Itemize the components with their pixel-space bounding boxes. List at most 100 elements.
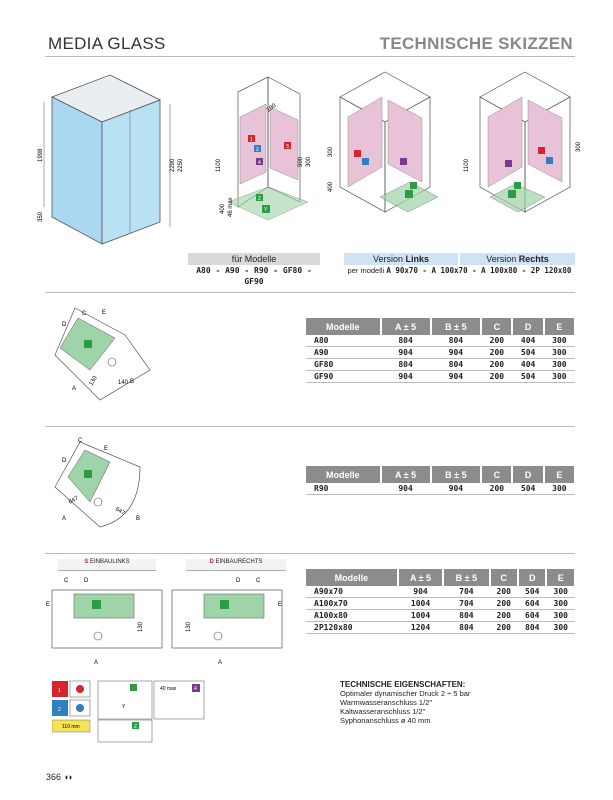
svg-text:Z: Z bbox=[134, 724, 137, 730]
version-rechts: Version Rechts bbox=[460, 253, 575, 265]
table-cell: 504 bbox=[512, 346, 544, 359]
svg-text:647: 647 bbox=[68, 495, 80, 506]
svg-text:D: D bbox=[236, 578, 241, 584]
table-header: D bbox=[512, 318, 545, 335]
svg-text:D: D bbox=[62, 458, 67, 464]
svg-text:E: E bbox=[104, 446, 108, 452]
table-cell: 904 bbox=[430, 346, 482, 359]
table-cell: 904 bbox=[430, 483, 482, 495]
brand-logo-icon: ◖◗ bbox=[63, 772, 74, 782]
table-header: B ± 5 bbox=[430, 466, 483, 483]
svg-text:647: 647 bbox=[114, 507, 126, 518]
svg-text:Y: Y bbox=[264, 207, 268, 213]
svg-text:130: 130 bbox=[186, 621, 192, 632]
svg-text:D: D bbox=[62, 322, 67, 328]
svg-text:C: C bbox=[64, 578, 69, 584]
section-rule-2 bbox=[45, 426, 575, 427]
svg-text:900: 900 bbox=[298, 156, 304, 167]
table-cell: 604 bbox=[518, 609, 547, 622]
top-drawings: 1998 350 2290 2250 1 2 3 4 Z Y 1100 100 … bbox=[38, 71, 582, 245]
svg-text:400: 400 bbox=[220, 203, 226, 214]
svg-text:B: B bbox=[130, 379, 134, 385]
table-cell: 804 bbox=[518, 621, 547, 634]
page-number: 366 ◖◗ bbox=[46, 772, 74, 782]
table-header: C bbox=[481, 318, 514, 335]
table-header: A ± 5 bbox=[380, 318, 432, 335]
svg-text:300: 300 bbox=[576, 141, 582, 152]
svg-text:110 mm: 110 mm bbox=[62, 724, 80, 730]
table-cell: 200 bbox=[481, 335, 513, 347]
table-cell: 404 bbox=[512, 335, 544, 347]
page-title: MEDIA GLASS bbox=[48, 34, 166, 53]
table-cell: 300 bbox=[543, 370, 575, 383]
table-cell: A90 bbox=[306, 346, 381, 359]
svg-text:1100: 1100 bbox=[216, 158, 222, 172]
table-cell: 1004 bbox=[397, 609, 444, 622]
svg-text:4: 4 bbox=[258, 160, 261, 166]
table-header: A ± 5 bbox=[397, 569, 445, 586]
table-cell: 200 bbox=[481, 358, 513, 371]
table-header: E bbox=[543, 318, 577, 335]
svg-text:140: 140 bbox=[118, 380, 129, 386]
table-cell: 804 bbox=[430, 358, 482, 371]
table-cell: 504 bbox=[518, 586, 547, 598]
table-header: E bbox=[543, 466, 577, 483]
svg-text:A: A bbox=[62, 516, 66, 522]
table-header: D bbox=[518, 569, 548, 586]
svg-text:46 max: 46 max bbox=[228, 197, 234, 217]
table-cell: 804 bbox=[443, 609, 490, 622]
table-cell: 200 bbox=[489, 621, 518, 634]
header-rule bbox=[45, 56, 575, 57]
table-cell: GF80 bbox=[306, 358, 381, 371]
table-cell: 200 bbox=[489, 597, 518, 610]
svg-text:2: 2 bbox=[256, 147, 259, 153]
svg-text:A: A bbox=[72, 386, 76, 392]
svg-text:C: C bbox=[256, 578, 261, 584]
table-cell: 200 bbox=[481, 483, 513, 495]
table-header: A ± 5 bbox=[380, 466, 432, 483]
table-cell: 300 bbox=[543, 358, 575, 371]
svg-text:Z: Z bbox=[258, 196, 261, 202]
properties-title: TECHNISCHE EIGENSCHAFTEN: bbox=[340, 680, 466, 689]
table-cell: A90x70 bbox=[306, 586, 398, 598]
table-cell: 200 bbox=[481, 370, 513, 383]
table-cell: 804 bbox=[380, 358, 431, 371]
table-cell: 300 bbox=[543, 483, 575, 495]
svg-text:3: 3 bbox=[286, 144, 289, 150]
svg-text:B: B bbox=[136, 516, 140, 522]
table-header: B ± 5 bbox=[430, 318, 483, 335]
table-cell: 904 bbox=[380, 346, 431, 359]
corner-drawing-rechts: 1100 300 bbox=[464, 71, 582, 213]
section-rule-1 bbox=[45, 292, 575, 293]
svg-text:300: 300 bbox=[328, 146, 334, 157]
table-cell: A100x70 bbox=[306, 597, 398, 610]
version-links: Version Links bbox=[344, 253, 458, 265]
table-cell: 1004 bbox=[397, 597, 444, 610]
table-cell: 904 bbox=[430, 370, 482, 383]
table-cell: 300 bbox=[543, 335, 575, 347]
property-line: Syphonanschluss ø 40 mm bbox=[340, 716, 431, 725]
table-header: Modelle bbox=[306, 569, 399, 586]
legend-icons: 1 2 110 mm Y 40 max 4 Z bbox=[52, 680, 205, 743]
table-cell: 404 bbox=[512, 358, 544, 371]
corner-drawing-center: 1 2 3 4 Z Y 1100 100 900 300 400 46 max bbox=[216, 76, 312, 221]
table-cell: 904 bbox=[380, 370, 431, 383]
table-cell: 300 bbox=[543, 346, 575, 359]
table-header: C bbox=[481, 466, 514, 483]
table-cell: R90 bbox=[306, 483, 381, 495]
svg-text:E: E bbox=[46, 602, 50, 608]
svg-text:A: A bbox=[218, 660, 222, 666]
table-cell: 704 bbox=[443, 586, 490, 598]
table-cell: 904 bbox=[380, 483, 431, 495]
einbau-rechts-label: D EINBAURECHTS bbox=[186, 559, 286, 571]
table-header: D bbox=[512, 466, 545, 483]
svg-text:40 max: 40 max bbox=[160, 686, 177, 692]
section-rule-3 bbox=[45, 553, 575, 554]
svg-text:C: C bbox=[82, 311, 87, 317]
